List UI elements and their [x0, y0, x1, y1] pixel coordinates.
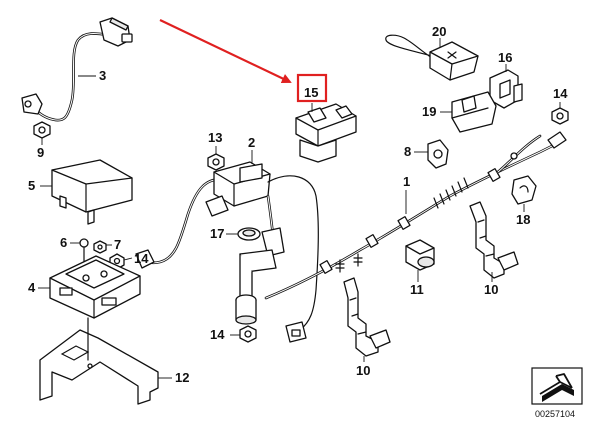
callout-8: 8	[404, 144, 411, 159]
part-1-harness[interactable]	[264, 131, 567, 300]
part-3-battery-cable[interactable]	[21, 17, 133, 122]
part-10-holder-right[interactable]	[469, 201, 519, 279]
part-12-bracket[interactable]	[39, 317, 159, 405]
callout-2: 2	[248, 135, 255, 150]
callout-20: 20	[432, 24, 446, 39]
part-16-bracket[interactable]	[489, 69, 523, 109]
part-terminal-post[interactable]	[235, 194, 285, 325]
highlight-box	[296, 73, 328, 103]
callout-15: 15	[304, 85, 318, 100]
part-6-screw[interactable]	[79, 238, 89, 263]
reference-icon	[531, 367, 583, 405]
callout-14a: 14	[134, 251, 149, 266]
highlight-arrow	[159, 19, 292, 84]
callout-5: 5	[28, 178, 35, 193]
part-13-nut[interactable]	[207, 153, 225, 171]
part-7-nut[interactable]	[93, 240, 107, 254]
reference-number: 00257104	[535, 409, 575, 419]
callout-7: 7	[114, 237, 121, 252]
part-18-clip[interactable]	[511, 175, 537, 205]
callout-17: 17	[210, 226, 224, 241]
callout-1: 1	[403, 174, 410, 189]
callout-11: 11	[410, 282, 424, 297]
callout-4: 4	[28, 280, 36, 295]
callout-10a: 10	[356, 363, 370, 378]
part-5-cover[interactable]	[51, 159, 133, 225]
callout-16: 16	[498, 50, 512, 65]
callout-19: 19	[422, 104, 436, 119]
callout-18: 18	[516, 212, 530, 227]
part-sensor-lead[interactable]	[267, 175, 319, 343]
part-10-holder-lower[interactable]	[343, 277, 391, 357]
callout-12: 12	[175, 370, 189, 385]
callout-3: 3	[99, 68, 106, 83]
part-19-cover[interactable]	[451, 91, 497, 133]
part-14-nut-lower[interactable]	[239, 325, 257, 343]
part-2-cable[interactable]	[135, 161, 271, 269]
part-15-plug[interactable]	[295, 103, 357, 163]
callout-10b: 10	[484, 282, 498, 297]
callout-6: 6	[60, 235, 67, 250]
part-9-nut[interactable]	[33, 121, 51, 139]
callout-13: 13	[208, 130, 222, 145]
part-11-clip[interactable]	[405, 239, 435, 271]
part-8-clip[interactable]	[427, 139, 449, 169]
callout-labels: 1 2 3 4 5 6 7 8 9 10 10 11 12 13 14 14 1…	[28, 24, 568, 385]
callout-9: 9	[37, 145, 44, 160]
part-14-nut-right[interactable]	[551, 107, 569, 125]
part-20-cap[interactable]	[385, 34, 479, 81]
callout-14-right: 14	[553, 86, 568, 101]
part-4-terminal-base[interactable]	[49, 255, 141, 319]
callout-14b: 14	[210, 327, 225, 342]
leader-14a	[123, 257, 133, 261]
part-17-grommet[interactable]	[237, 227, 261, 241]
